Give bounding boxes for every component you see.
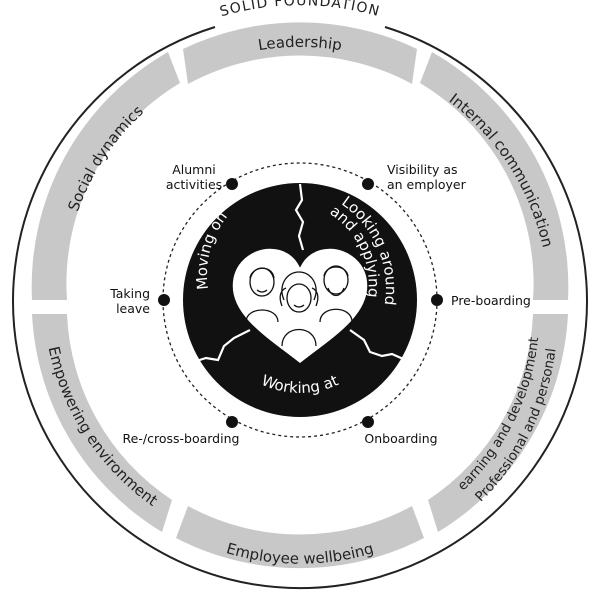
label-onboarding: Onboarding (364, 431, 437, 446)
segment-internal-communication (420, 52, 569, 300)
outer-ring (12, 26, 588, 590)
dot-re-cross-boarding (226, 416, 238, 428)
diagram-title: SOLID FOUNDATION (218, 0, 382, 20)
segment-employee-wellbeing (176, 506, 424, 569)
label-visibility-line2: an employer (387, 177, 467, 192)
label-taking-leave-line2: leave (116, 301, 150, 316)
dot-pre-boarding (431, 294, 443, 306)
heart-icon (231, 247, 369, 365)
label-alumni-line2: activities (166, 177, 222, 192)
empowering-environment-label: Empowering environment (45, 345, 161, 510)
leadership-label: Leadership (257, 33, 343, 54)
label-taking-leave-line1: Taking (109, 286, 150, 301)
dot-onboarding (362, 416, 374, 428)
segment-leadership (183, 22, 417, 84)
label-re-cross-boarding: Re-/cross-boarding (123, 431, 240, 446)
phase-dividers (189, 183, 411, 365)
segment-empowering-environment (32, 314, 172, 532)
milestone-dots (158, 178, 443, 428)
label-pre-boarding: Pre-boarding (451, 293, 531, 308)
dot-visibility (362, 178, 374, 190)
people-icon (245, 265, 353, 347)
label-visibility-line1: Visibility as (387, 162, 458, 177)
dot-taking-leave (158, 294, 170, 306)
ring-segments (31, 22, 569, 569)
label-alumni-line1: Alumni (172, 162, 216, 177)
segment-professional-development (428, 314, 568, 532)
segment-social-dynamics (31, 52, 180, 300)
dot-alumni (226, 178, 238, 190)
